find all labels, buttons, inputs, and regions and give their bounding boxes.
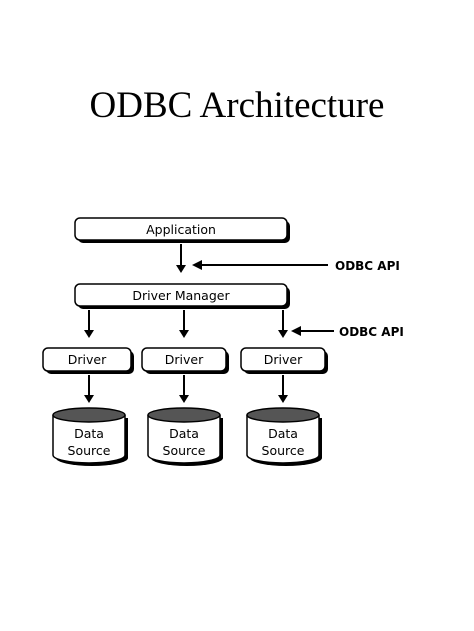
data-source-cylinder-2: Data Source — [147, 407, 223, 466]
driver-box-3: Driver — [240, 347, 328, 374]
manager-to-driver-1-arrowhead — [84, 330, 94, 338]
driver-2-frame — [141, 347, 227, 372]
data-source-3-line2: Source — [262, 443, 305, 458]
data-source-cylinder-3: Data Source — [246, 407, 322, 466]
driver-2-to-source-arrowhead — [179, 395, 189, 403]
driver-1-label: Driver — [68, 352, 107, 367]
driver-manager-frame — [74, 283, 288, 307]
data-source-1-line2: Source — [68, 443, 111, 458]
manager-to-driver-3-arrowhead — [278, 330, 288, 338]
app-to-manager-arrowhead — [176, 265, 186, 273]
driver-3-frame — [240, 347, 326, 372]
slide-title: ODBC Architecture — [89, 85, 385, 126]
data-source-cylinder-1: Data Source — [52, 407, 128, 466]
data-source-2-line1: Data — [169, 426, 199, 441]
application-box-frame — [74, 217, 288, 241]
odbc-api-pointer-2-head — [291, 326, 301, 336]
data-source-3-line1: Data — [268, 426, 298, 441]
manager-to-driver-2-arrowhead — [179, 330, 189, 338]
data-source-3-body — [246, 415, 320, 464]
odbc-api-label-1: ODBC API — [335, 259, 400, 273]
driver-box-2: Driver — [141, 347, 229, 374]
data-source-1-body — [52, 415, 126, 464]
driver-1-to-source-arrowhead — [84, 395, 94, 403]
data-source-1-top — [52, 407, 126, 423]
driver-1-frame — [42, 347, 132, 372]
data-source-1-line1: Data — [74, 426, 104, 441]
driver-3-label: Driver — [264, 352, 303, 367]
data-source-2-line2: Source — [163, 443, 206, 458]
driver-3-to-source-arrowhead — [278, 395, 288, 403]
data-source-2-top — [147, 407, 221, 423]
driver-2-label: Driver — [165, 352, 204, 367]
driver-manager-label: Driver Manager — [132, 288, 230, 303]
application-label: Application — [146, 222, 216, 237]
driver-manager-box: Driver Manager — [74, 283, 290, 309]
data-source-3-top — [246, 407, 320, 423]
driver-box-1: Driver — [42, 347, 134, 374]
odbc-api-label-2: ODBC API — [339, 325, 404, 339]
application-box: Application — [74, 217, 290, 243]
odbc-api-pointer-1-head — [192, 260, 202, 270]
data-source-2-body — [147, 415, 221, 464]
